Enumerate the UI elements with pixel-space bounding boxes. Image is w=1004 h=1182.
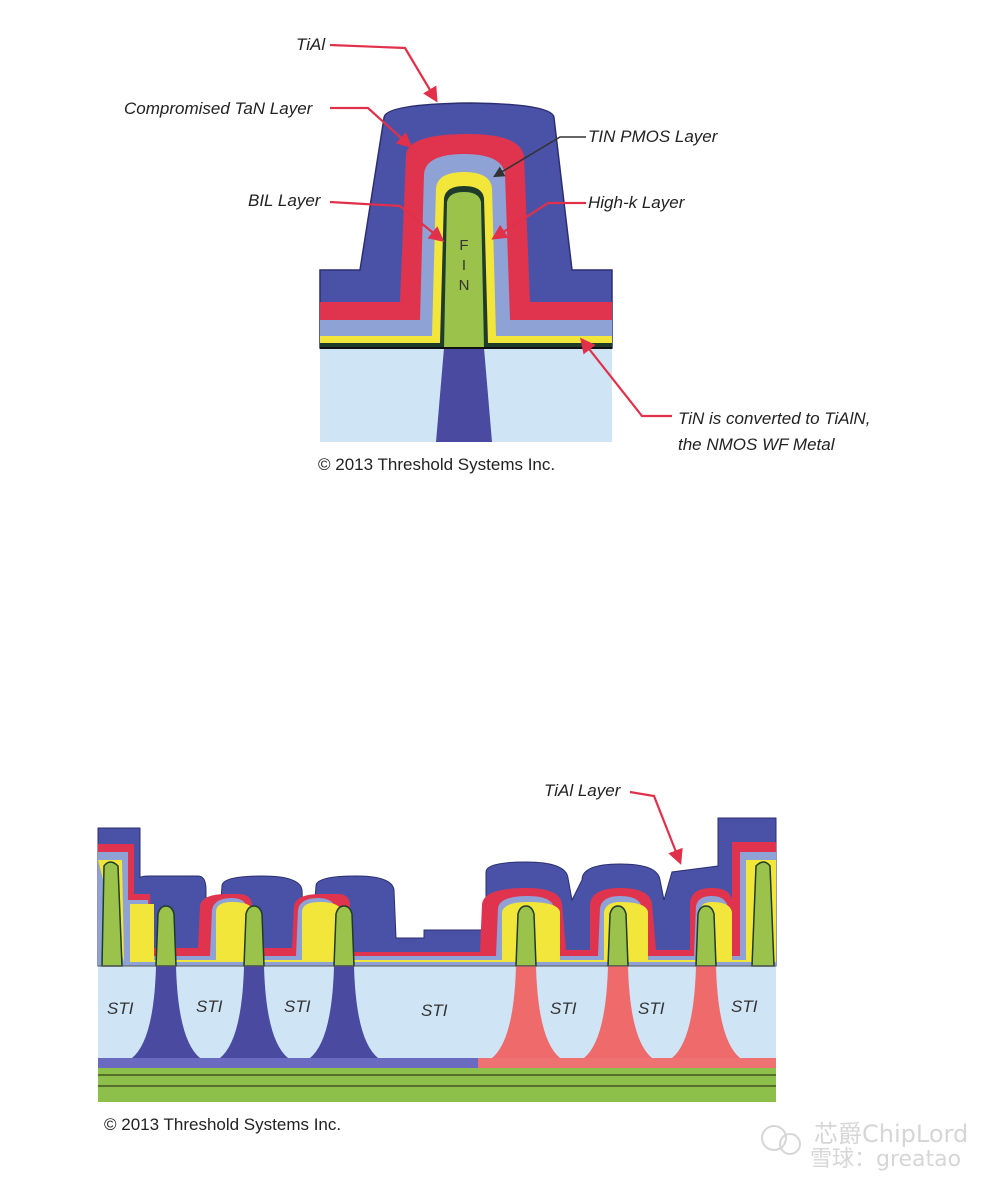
leader-high-k — [491, 201, 586, 240]
sti-label-3: STI — [284, 997, 311, 1016]
fin-root-n3 — [310, 966, 378, 1058]
fin-root-p2 — [584, 966, 652, 1058]
sti-label-2: STI — [196, 997, 223, 1016]
label-tial-layer: TiAl Layer — [544, 781, 622, 800]
leader-tan — [330, 106, 413, 149]
label-converted-line2: the NMOS WF Metal — [678, 435, 836, 454]
label-tial: TiAl — [296, 35, 326, 54]
label-converted-line1: TiN is converted to TiAlN, — [678, 409, 870, 428]
fin-edge-right — [751, 861, 775, 967]
watermark-line1: 芯爵ChipLord — [814, 1120, 968, 1148]
leader-converted — [580, 337, 672, 418]
fin-root-p1 — [492, 966, 560, 1058]
sti-region-bottom — [98, 966, 776, 1058]
leader-bil — [329, 200, 445, 242]
fin-2 — [333, 905, 355, 967]
sti-label-4: STI — [421, 1001, 448, 1020]
fin-letter-f: F — [459, 237, 468, 254]
copyright-top: © 2013 Threshold Systems Inc. — [318, 455, 555, 474]
sti-label-6: STI — [638, 999, 665, 1018]
fin-letter-i: I — [462, 257, 466, 274]
pwell-bar — [478, 1058, 776, 1068]
leader-tial-layer — [629, 790, 683, 865]
fin-edge-left — [101, 861, 123, 967]
leader-tial — [329, 43, 438, 103]
substrate-band — [98, 1066, 776, 1102]
nwell-bar — [98, 1058, 478, 1068]
fin-3 — [155, 905, 177, 967]
watermark: 芯爵ChipLord 雪球：greatao — [761, 1120, 968, 1172]
fin-1 — [243, 905, 265, 967]
label-compromised-tan: Compromised TaN Layer — [124, 99, 314, 118]
fin-5 — [607, 905, 629, 967]
fin-4 — [515, 905, 537, 967]
fin-root-n2 — [220, 966, 288, 1058]
fin-root-n1 — [132, 966, 200, 1058]
highk-layer-bottom — [98, 860, 776, 962]
fin-body-top — [444, 192, 484, 348]
single-fin-cross-section: F I N TiAl Compromised TaN Layer TIN PMO… — [124, 35, 870, 474]
fin-6 — [695, 905, 717, 967]
label-bil: BIL Layer — [248, 191, 322, 210]
label-tin-pmos: TIN PMOS Layer — [588, 127, 719, 146]
fin-letter-n: N — [459, 277, 470, 294]
sti-label-1: STI — [107, 999, 134, 1018]
copyright-bottom: © 2013 Threshold Systems Inc. — [104, 1115, 341, 1134]
multi-fin-cross-section: STI STI STI STI STI STI STI TiAl Layer ©… — [97, 781, 777, 1134]
fin-root-p3 — [672, 966, 740, 1058]
wechat-bubble-icon — [761, 1125, 787, 1151]
watermark-line2: 雪球：greatao — [810, 1147, 961, 1172]
sti-label-5: STI — [550, 999, 577, 1018]
fin-root-top — [436, 348, 492, 442]
sti-label-7: STI — [731, 997, 758, 1016]
leader-tin-pmos — [493, 136, 586, 178]
label-high-k: High-k Layer — [588, 193, 686, 212]
